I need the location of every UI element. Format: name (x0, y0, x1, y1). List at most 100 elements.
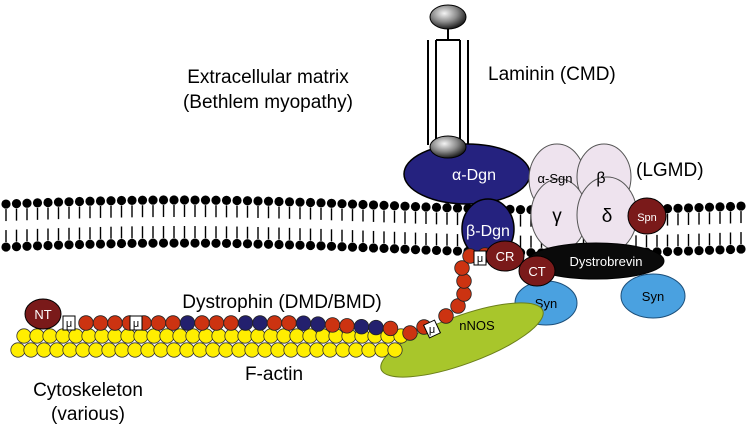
dystrophin-bead (194, 315, 210, 331)
nnos-label: nNOS (459, 318, 495, 333)
actin-bead (55, 328, 71, 344)
lipid-head (326, 241, 337, 251)
dystrophin-bead (295, 315, 312, 331)
actin-bead (166, 342, 182, 358)
bethlem-myopathy-label: (Bethlem myopathy) (183, 92, 353, 113)
syntrophin-2 (620, 273, 686, 319)
sarcoglycan-complex: α-Sgn β γ δ (528, 143, 638, 254)
laminin-globule-top (429, 4, 467, 30)
actin-bead (23, 342, 39, 358)
extracellular-matrix-label: Extracellular matrix (187, 67, 349, 88)
delta-sgn-label: δ (602, 206, 613, 227)
dystrophin-bead (208, 315, 225, 331)
lipid-head (242, 196, 253, 206)
dystrophin-c-terminus (518, 255, 556, 287)
nt-label: NT (34, 307, 51, 322)
lipid-head (305, 240, 316, 251)
lipid-head (347, 199, 358, 209)
lipid-head (106, 239, 116, 249)
dystrobrevin-label: Dystrobrevin (570, 254, 643, 269)
lipid-head (95, 239, 106, 249)
actin-bead (296, 342, 312, 358)
dystrophin-label: Dystrophin (DMD/BMD) (182, 292, 382, 313)
lipid-head (158, 238, 169, 248)
actin-bead (107, 328, 123, 344)
f-actin-filament (10, 328, 409, 358)
dystrophin-n-terminus (24, 298, 62, 330)
lipid-head (232, 195, 242, 206)
dystrophin-bead (368, 319, 384, 336)
dystrophin-bead (382, 320, 399, 337)
alpha-dgn-label: α-Dgn (452, 167, 496, 184)
lipid-head (715, 202, 725, 212)
actin-bead (374, 342, 390, 358)
dystrophin-bead (92, 315, 109, 331)
lipid-head (442, 203, 452, 213)
lipid-head (368, 243, 379, 253)
lipid-head (169, 238, 179, 248)
lipid-head (211, 195, 221, 205)
lipid-head (85, 196, 95, 206)
actin-bead (88, 342, 104, 358)
lipid-head (725, 201, 736, 212)
lipid-head (274, 239, 284, 250)
dystrophin-bead (266, 315, 283, 331)
actin-bead (250, 328, 266, 344)
cytoskeleton-various-label: (various) (51, 404, 125, 425)
lipid-head (53, 240, 64, 250)
actin-bead (179, 342, 195, 358)
lipid-head (64, 240, 74, 250)
lipid-head (106, 196, 116, 206)
actin-bead (224, 328, 240, 344)
lipid-head (431, 245, 442, 255)
lipid-head (431, 202, 442, 212)
lipid-head (221, 195, 232, 205)
lipid-head (316, 198, 326, 208)
dystrophin-bead (281, 315, 297, 331)
lipid-head (85, 239, 95, 249)
actin-bead (42, 328, 58, 344)
lipid-head (295, 197, 305, 207)
actin-bead (276, 328, 292, 344)
lipid-head (295, 240, 305, 250)
lipid-head (736, 244, 746, 254)
lipid-head (22, 198, 32, 208)
lipid-head (127, 238, 137, 248)
dystrophin-cr-domain (485, 240, 525, 272)
cytoskeleton-label: Cytoskeleton (33, 380, 143, 401)
lipid-head (400, 244, 410, 254)
lipid-head (74, 239, 85, 250)
lipid-head (190, 195, 200, 205)
lipid-head (673, 246, 683, 256)
lipid-head (95, 196, 106, 206)
hinge-label-2: μ (133, 318, 139, 330)
lipid-head (43, 240, 53, 251)
lgmd-label: (LGMD) (636, 160, 704, 181)
actin-bead (114, 342, 130, 358)
actin-bead (81, 328, 97, 344)
lipid-head (137, 238, 148, 248)
lipid-head (725, 244, 736, 255)
dystrophin-bead (456, 286, 472, 302)
gamma-sgn-label: γ (552, 206, 562, 227)
actin-bead (335, 342, 351, 358)
lipid-head (452, 203, 463, 213)
dystrophin-bead (78, 315, 94, 331)
lipid-head (200, 238, 211, 248)
lipid-head (158, 195, 169, 205)
actin-bead (16, 328, 32, 344)
actin-bead (237, 328, 253, 344)
beta-sgn-label: β (596, 170, 605, 187)
dystrophin-bead (223, 315, 239, 331)
lipid-head (347, 242, 358, 252)
actin-bead (309, 342, 325, 358)
actin-bead (140, 342, 156, 358)
actin-bead (322, 342, 338, 358)
lipid-head (263, 239, 274, 249)
lipid-head (316, 241, 326, 251)
lipid-head (32, 198, 43, 208)
actin-bead (185, 328, 201, 344)
lipid-head (368, 200, 379, 210)
dystrophin-bead (310, 316, 326, 332)
